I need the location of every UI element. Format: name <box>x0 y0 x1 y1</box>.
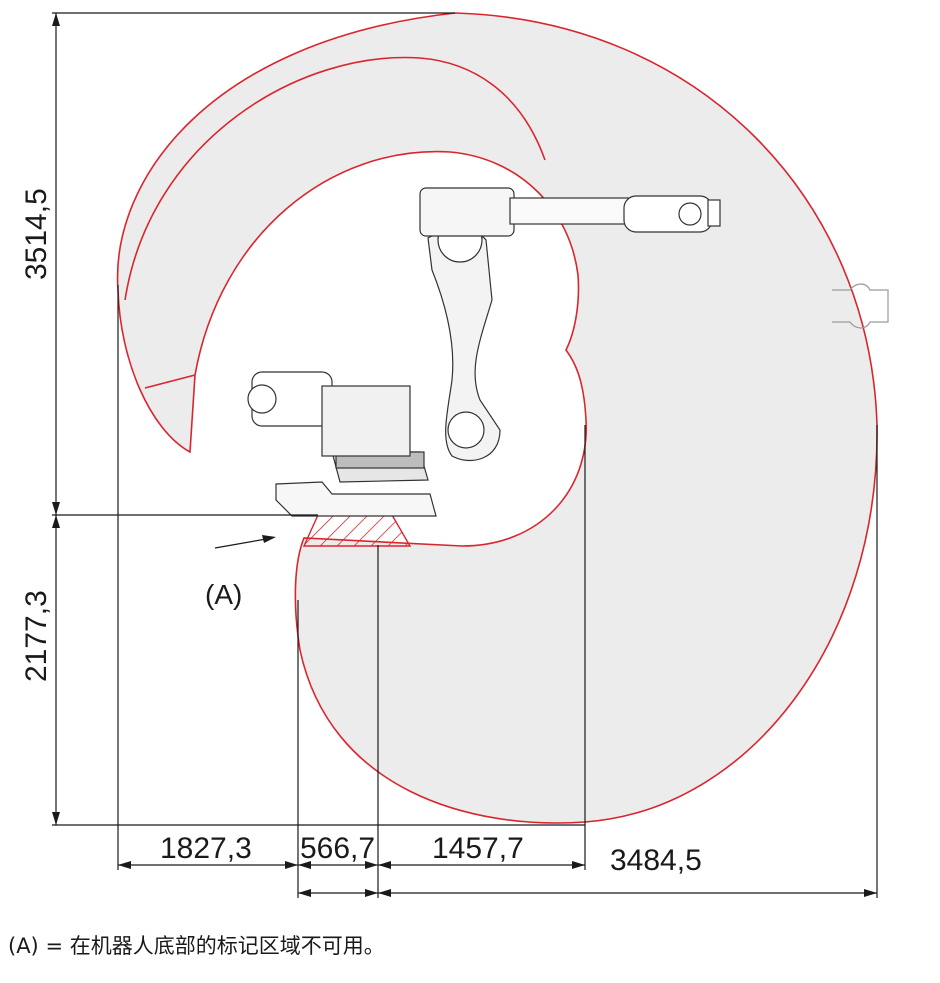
marker-label-a: (A) <box>205 579 242 610</box>
robot-wrist-logo <box>678 202 702 226</box>
unusable-hatched-area <box>302 514 412 547</box>
envelope-area <box>116 12 878 824</box>
dimension-lines <box>52 12 878 898</box>
robot-joint-2 <box>447 411 485 449</box>
caption: (A) = 在机器人底部的标记区域不可用。 <box>8 930 385 960</box>
tool-flange-icon <box>832 283 889 329</box>
robot-rear-housing <box>321 385 411 457</box>
dim-width-rear: 1827,3 <box>160 832 252 865</box>
caption-text: 在机器人底部的标记区域不可用。 <box>69 934 385 958</box>
dim-width-base: 566,7 <box>300 832 375 865</box>
robot-forearm <box>509 197 631 225</box>
caption-equals: = <box>45 934 64 958</box>
robot-tool-flange <box>707 199 721 227</box>
dim-height-upper: 3514,5 <box>20 188 53 280</box>
robot-motor-cap <box>247 384 277 414</box>
inner-arc-lower <box>144 374 196 389</box>
pointer-arrow-icon <box>262 535 276 543</box>
robot-drawing <box>247 187 721 517</box>
robot-base-plate <box>275 481 437 517</box>
robot-lower-arm <box>427 230 501 462</box>
reach-envelope <box>116 12 878 824</box>
pointer-arrow-line <box>214 537 273 549</box>
dim-height-lower: 2177,3 <box>20 590 53 682</box>
dim-width-total: 3484,5 <box>610 844 702 877</box>
dim-width-front: 1457,7 <box>432 832 524 865</box>
robot-upper-arm-housing <box>419 187 515 237</box>
arrowheads <box>52 13 877 897</box>
inner-arc-upper <box>124 56 546 301</box>
caption-marker: (A) <box>8 934 39 958</box>
